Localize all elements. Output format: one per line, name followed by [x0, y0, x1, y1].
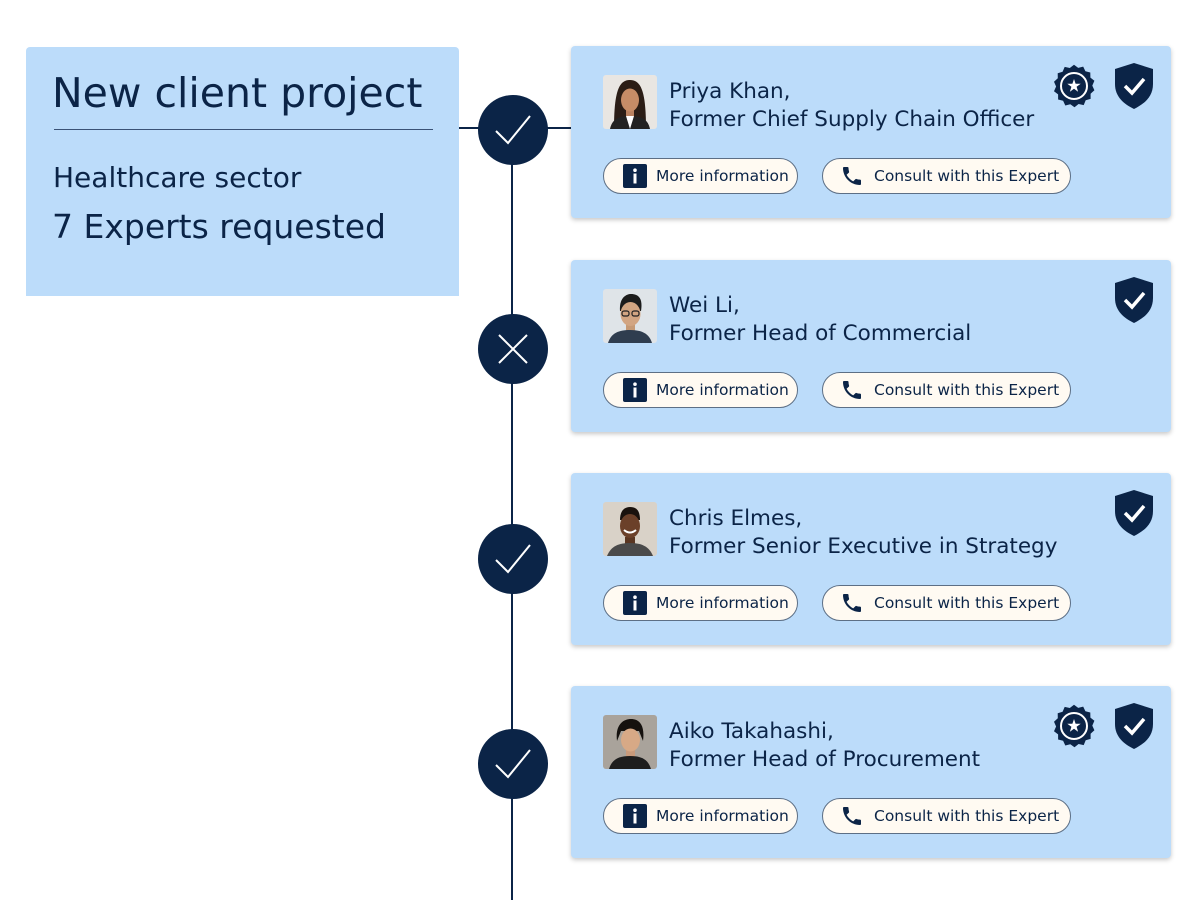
project-divider — [54, 129, 433, 130]
timeline-node-declined — [478, 314, 548, 384]
expert-avatar — [603, 502, 657, 556]
experts-requested-count: 7 Experts requested — [52, 207, 386, 246]
more-information-label: More information — [656, 167, 789, 185]
phone-icon — [840, 591, 864, 615]
expert-card: Chris Elmes, Former Senior Executive in … — [571, 473, 1171, 645]
verified-shield-icon — [1114, 276, 1154, 324]
expert-avatar — [603, 715, 657, 769]
info-icon — [623, 804, 647, 828]
timeline-node-accepted — [478, 524, 548, 594]
check-icon — [493, 539, 533, 579]
expert-name: Chris Elmes, — [669, 506, 802, 531]
expert-avatar — [603, 75, 657, 129]
award-badge-icon — [1049, 701, 1099, 751]
timeline-node-accepted — [478, 729, 548, 799]
expert-name: Priya Khan, — [669, 79, 791, 104]
more-information-button[interactable]: More information — [603, 585, 798, 621]
consult-expert-label: Consult with this Expert — [874, 167, 1059, 185]
expert-card: Aiko Takahashi, Former Head of Procureme… — [571, 686, 1171, 858]
expert-name: Wei Li, — [669, 293, 740, 318]
info-icon — [623, 164, 647, 188]
project-card: New client project Healthcare sector 7 E… — [26, 47, 459, 296]
phone-icon — [840, 804, 864, 828]
consult-expert-button[interactable]: Consult with this Expert — [822, 798, 1071, 834]
verified-shield-icon — [1114, 489, 1154, 537]
expert-role: Former Head of Procurement — [669, 747, 980, 772]
expert-name: Aiko Takahashi, — [669, 719, 834, 744]
more-information-button[interactable]: More information — [603, 798, 798, 834]
cross-icon — [496, 332, 530, 366]
verified-shield-icon — [1114, 62, 1154, 110]
more-information-label: More information — [656, 807, 789, 825]
phone-icon — [840, 378, 864, 402]
award-badge-icon — [1049, 61, 1099, 111]
expert-role: Former Head of Commercial — [669, 321, 971, 346]
expert-card: Wei Li, Former Head of Commercial More i… — [571, 260, 1171, 432]
project-sector: Healthcare sector — [53, 161, 301, 194]
phone-icon — [840, 164, 864, 188]
info-icon — [623, 378, 647, 402]
more-information-label: More information — [656, 381, 789, 399]
more-information-button[interactable]: More information — [603, 372, 798, 408]
project-title: New client project — [52, 69, 422, 117]
consult-expert-button[interactable]: Consult with this Expert — [822, 158, 1071, 194]
consult-expert-button[interactable]: Consult with this Expert — [822, 585, 1071, 621]
expert-card: Priya Khan, Former Chief Supply Chain Of… — [571, 46, 1171, 218]
timeline-node-accepted — [478, 95, 548, 165]
info-icon — [623, 591, 647, 615]
consult-expert-label: Consult with this Expert — [874, 807, 1059, 825]
more-information-button[interactable]: More information — [603, 158, 798, 194]
check-icon — [493, 744, 533, 784]
consult-expert-label: Consult with this Expert — [874, 381, 1059, 399]
consult-expert-label: Consult with this Expert — [874, 594, 1059, 612]
consult-expert-button[interactable]: Consult with this Expert — [822, 372, 1071, 408]
expert-avatar — [603, 289, 657, 343]
more-information-label: More information — [656, 594, 789, 612]
check-icon — [493, 110, 533, 150]
expert-role: Former Senior Executive in Strategy — [669, 534, 1057, 559]
expert-role: Former Chief Supply Chain Officer — [669, 107, 1034, 132]
verified-shield-icon — [1114, 702, 1154, 750]
